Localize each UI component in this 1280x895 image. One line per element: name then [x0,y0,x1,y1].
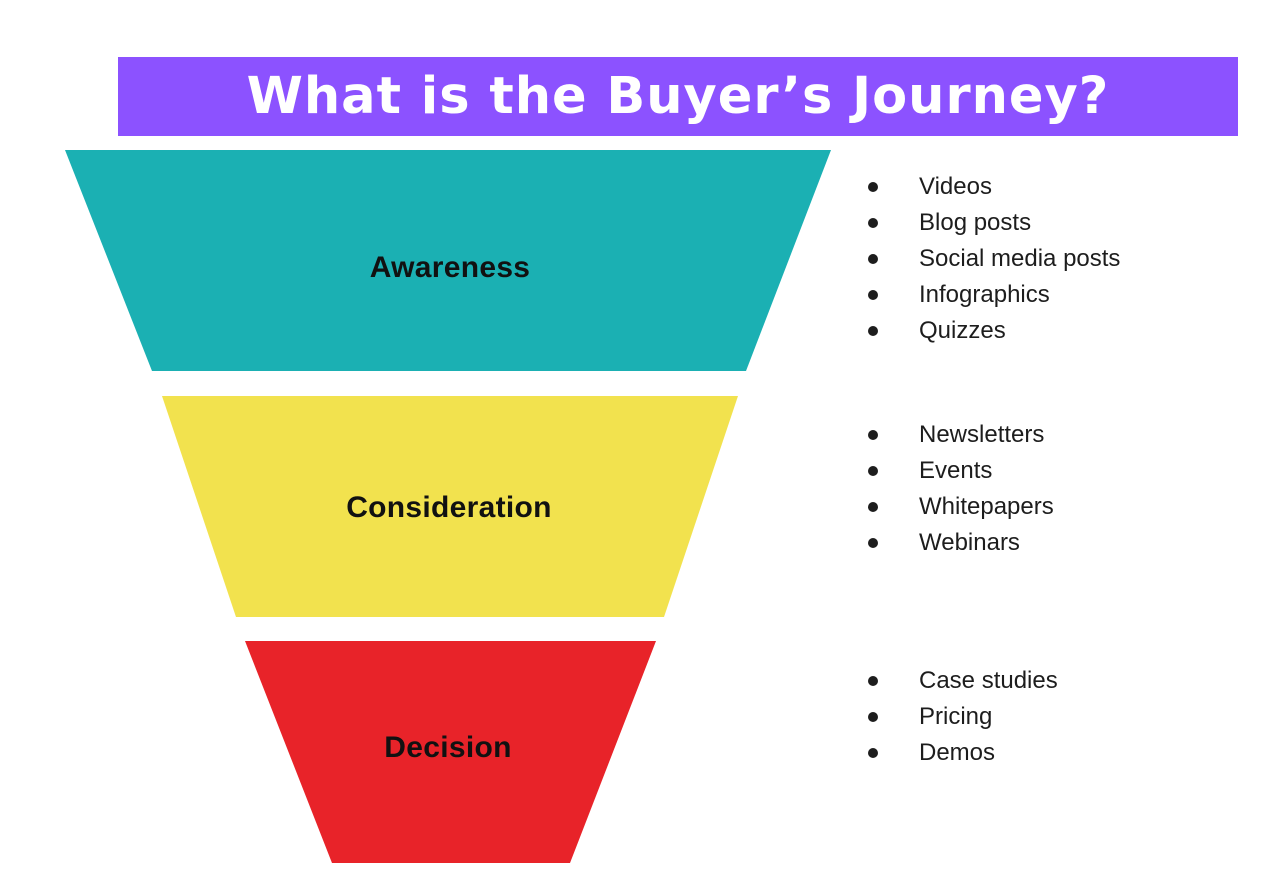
list-item-label: Blog posts [919,209,1032,236]
list-item-label: Pricing [919,703,993,730]
list-item-label: Case studies [919,667,1058,694]
funnel-stage-consideration-shape [162,396,738,617]
page-title: What is the Buyer’s Journey? [246,67,1110,126]
bullet-icon [868,254,878,264]
bullet-icon [868,430,878,440]
list-item: Pricing [868,699,1058,735]
list-item-label: Social media posts [919,245,1121,272]
list-item-label: Quizzes [919,317,1006,344]
list-item: Events [868,453,1054,489]
list-item-label: Videos [919,173,992,200]
stage-label-awareness: Awareness [369,251,531,284]
awareness-item-list: Videos Blog posts Social media posts Inf… [868,169,1120,349]
consideration-item-list: Newsletters Events Whitepapers Webinars [868,417,1054,561]
list-item: Webinars [868,525,1054,561]
list-item: Newsletters [868,417,1054,453]
list-item: Blog posts [868,205,1120,241]
list-item-label: Events [919,457,993,484]
list-item-label: Newsletters [919,421,1045,448]
bullet-icon [868,290,878,300]
list-item: Whitepapers [868,489,1054,525]
decision-item-list: Case studies Pricing Demos [868,663,1058,771]
list-item-label: Whitepapers [919,493,1054,520]
list-item: Demos [868,735,1058,771]
bullet-icon [868,748,878,758]
list-item-label: Demos [919,739,996,766]
list-item: Social media posts [868,241,1120,277]
bullet-icon [868,538,878,548]
list-item: Case studies [868,663,1058,699]
title-banner: What is the Buyer’s Journey? [118,57,1238,136]
bullet-icon [868,712,878,722]
bullet-icon [868,182,878,192]
bullet-icon [868,502,878,512]
bullet-icon [868,326,878,336]
bullet-icon [868,676,878,686]
list-item: Videos [868,169,1120,205]
list-item-label: Infographics [919,281,1050,308]
list-item: Infographics [868,277,1120,313]
bullet-icon [868,218,878,228]
bullet-icon [868,466,878,476]
stage-label-decision: Decision [384,731,512,764]
list-item-label: Webinars [919,529,1020,556]
stage-label-consideration: Consideration [346,491,552,524]
funnel-stage-decision-shape [245,641,656,863]
funnel-stage-awareness-shape [65,150,831,371]
list-item: Quizzes [868,313,1120,349]
